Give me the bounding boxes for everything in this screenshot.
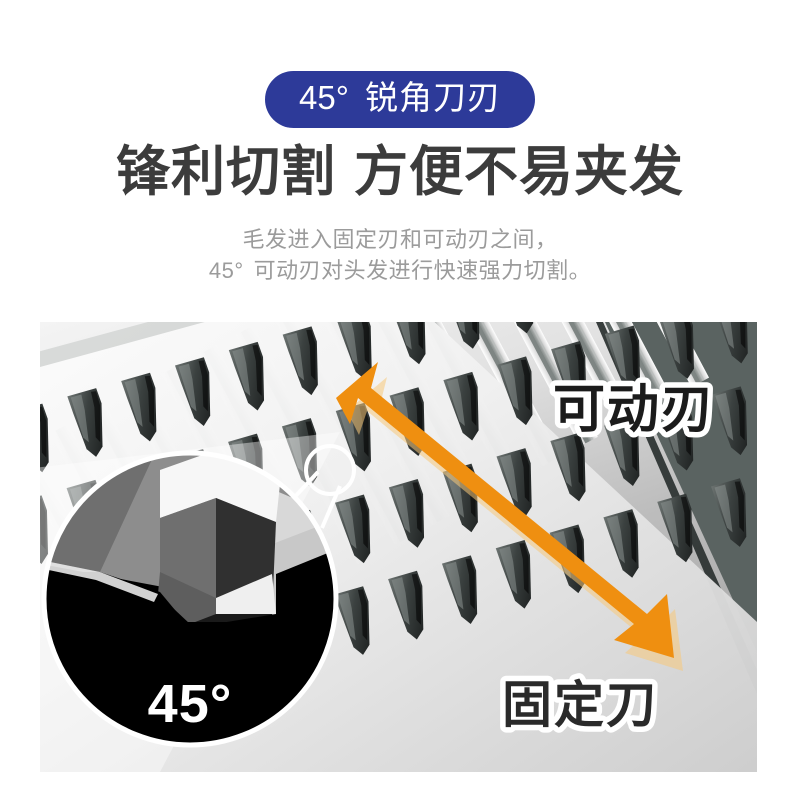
- subtitle-line-2-text: 可动刃对头发进行快速强力切割。: [253, 258, 592, 283]
- magnifier-lens: 45°: [41, 450, 339, 748]
- subtitle-degrees: 45°: [208, 258, 244, 283]
- feature-badge: 45° 锐角刀刃: [265, 71, 535, 128]
- photo-content: 可动刃 固定刀: [40, 322, 757, 772]
- page-title: 锋利切割方便不易夹发: [0, 141, 800, 203]
- badge-row: 45° 锐角刀刃: [0, 71, 800, 128]
- blade-illustration: 可动刃 固定刀: [40, 322, 757, 772]
- subtitle-line-1: 毛发进入固定刃和可动刃之间，: [242, 227, 558, 252]
- magnifier-angle-label: 45°: [148, 674, 233, 734]
- movable-blade-arrow: [336, 362, 683, 671]
- blade-closeup-photo: 可动刃 固定刀: [40, 322, 757, 772]
- fixed-blade-label: 固定刀: [502, 677, 658, 733]
- subtitle-line-2: 45° 可动刃对头发进行快速强力切割。: [0, 255, 800, 286]
- movable-blade-label: 可动刃: [553, 381, 715, 439]
- subtitle-block: 毛发进入固定刃和可动刃之间， 45° 可动刃对头发进行快速强力切割。: [0, 224, 800, 286]
- badge-degrees: 45°: [299, 79, 349, 116]
- badge-label: 锐角刀刃: [364, 79, 501, 116]
- headline-part-1: 锋利切割: [116, 142, 336, 202]
- headline-part-2: 方便不易夹发: [354, 142, 684, 202]
